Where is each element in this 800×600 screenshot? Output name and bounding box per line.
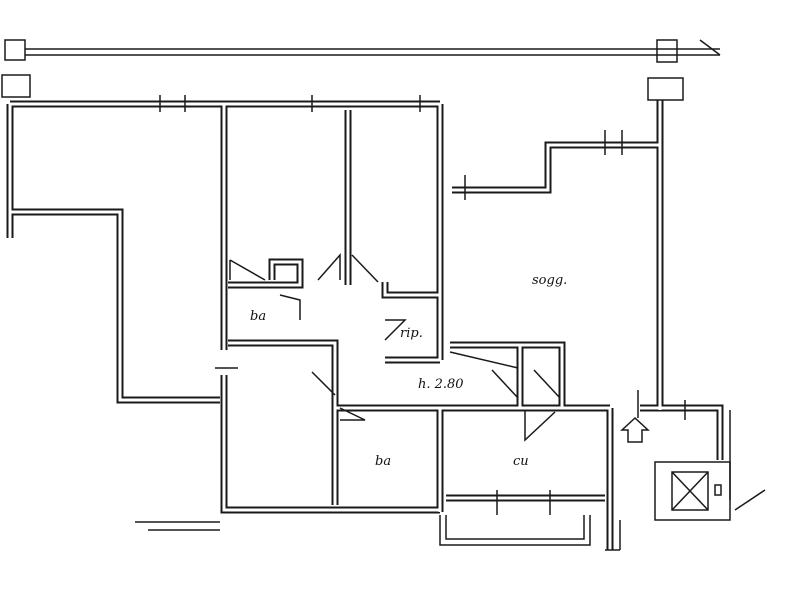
walls <box>6 100 724 550</box>
wall-inner <box>228 341 337 505</box>
wall-inner <box>452 143 662 410</box>
ceiling-height-label: h. 2.80 <box>418 377 464 392</box>
wall-inner <box>383 282 440 297</box>
wall-inner <box>520 343 564 408</box>
room-label-soggiorno: sogg. <box>532 273 567 288</box>
wall-inner <box>10 210 220 402</box>
room-labels: sogg. ba rip. h. 2.80 ba cu <box>250 273 567 469</box>
wall-inner <box>228 260 302 287</box>
wall-inner <box>222 375 440 512</box>
room-label-cucina: cu <box>513 454 529 469</box>
room-label-ripostiglio: rip. <box>400 326 423 341</box>
room-label-bagno-1: ba <box>250 309 266 324</box>
room-label-bagno-2: ba <box>375 454 391 469</box>
thin-lines <box>1 39 766 551</box>
wall-inner <box>640 406 722 460</box>
